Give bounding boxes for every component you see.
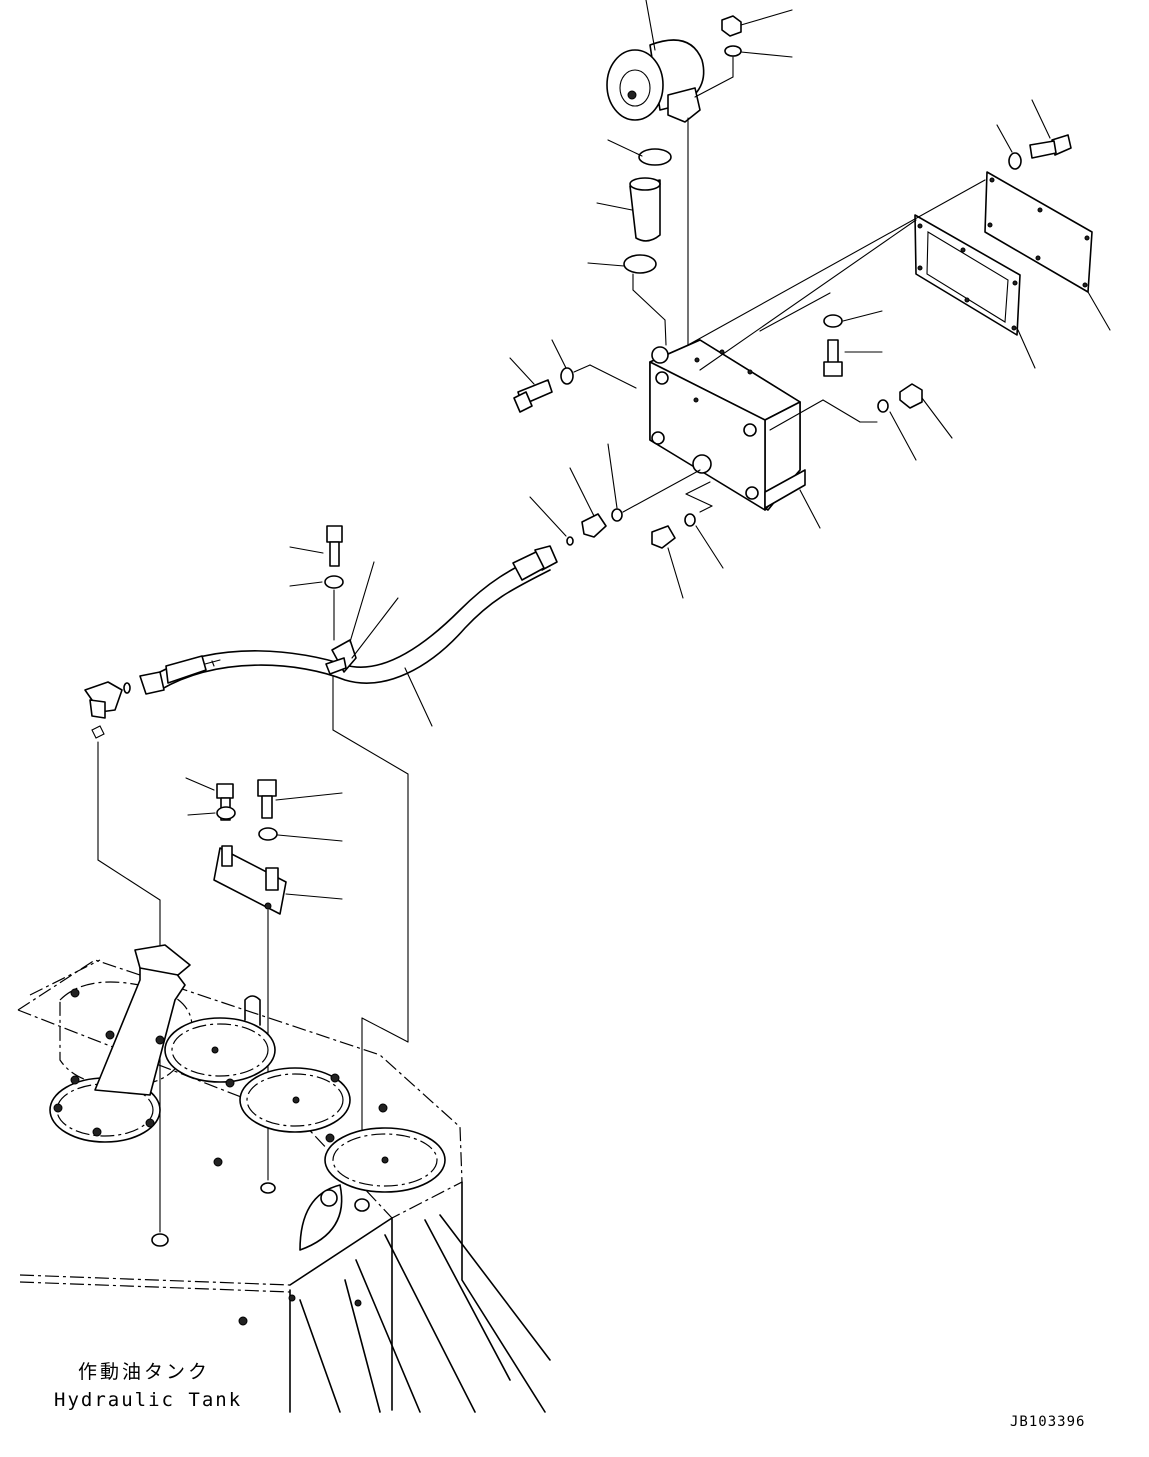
left-bolt bbox=[509, 357, 553, 413]
hose-clamp-lower bbox=[587, 254, 667, 346]
breather-assembly bbox=[606, 0, 705, 346]
breather-nut bbox=[721, 9, 793, 37]
hose-fitting bbox=[569, 467, 607, 538]
drain-plug bbox=[651, 525, 684, 599]
hose-clamp-upper bbox=[607, 139, 672, 166]
right-plug bbox=[899, 383, 953, 439]
breather-hose bbox=[596, 177, 661, 242]
leader-line bbox=[332, 729, 409, 775]
cover-plate bbox=[687, 171, 1111, 371]
main-block bbox=[649, 339, 821, 529]
right-bolt bbox=[823, 339, 883, 377]
hose-clamp bbox=[325, 561, 399, 675]
breather-washer bbox=[694, 45, 793, 98]
leader-line bbox=[361, 1017, 409, 1043]
cover-washer bbox=[996, 124, 1022, 170]
fitting-o-ring bbox=[607, 443, 701, 522]
drawing-number: JB103396 bbox=[1010, 1414, 1085, 1430]
hydraulic-hose bbox=[139, 545, 558, 727]
left-washer bbox=[551, 339, 637, 389]
cover-bolt bbox=[1029, 99, 1072, 159]
bracket-washer-right bbox=[258, 827, 343, 842]
bracket-bolt-right bbox=[257, 779, 343, 819]
clamp-bolt bbox=[289, 525, 343, 567]
right-o-ring bbox=[769, 399, 917, 461]
cover-gasket bbox=[914, 214, 1036, 369]
right-washer bbox=[759, 292, 883, 332]
hydraulic-tank bbox=[17, 944, 551, 1413]
small-o-ring bbox=[529, 496, 574, 546]
drain-o-ring bbox=[684, 481, 724, 569]
tank-label-english: Hydraulic Tank bbox=[54, 1389, 242, 1411]
tank-label-japanese: 作動油タンク bbox=[78, 1361, 210, 1383]
clamp-washer bbox=[289, 575, 344, 641]
bracket-washer-left bbox=[187, 806, 236, 820]
